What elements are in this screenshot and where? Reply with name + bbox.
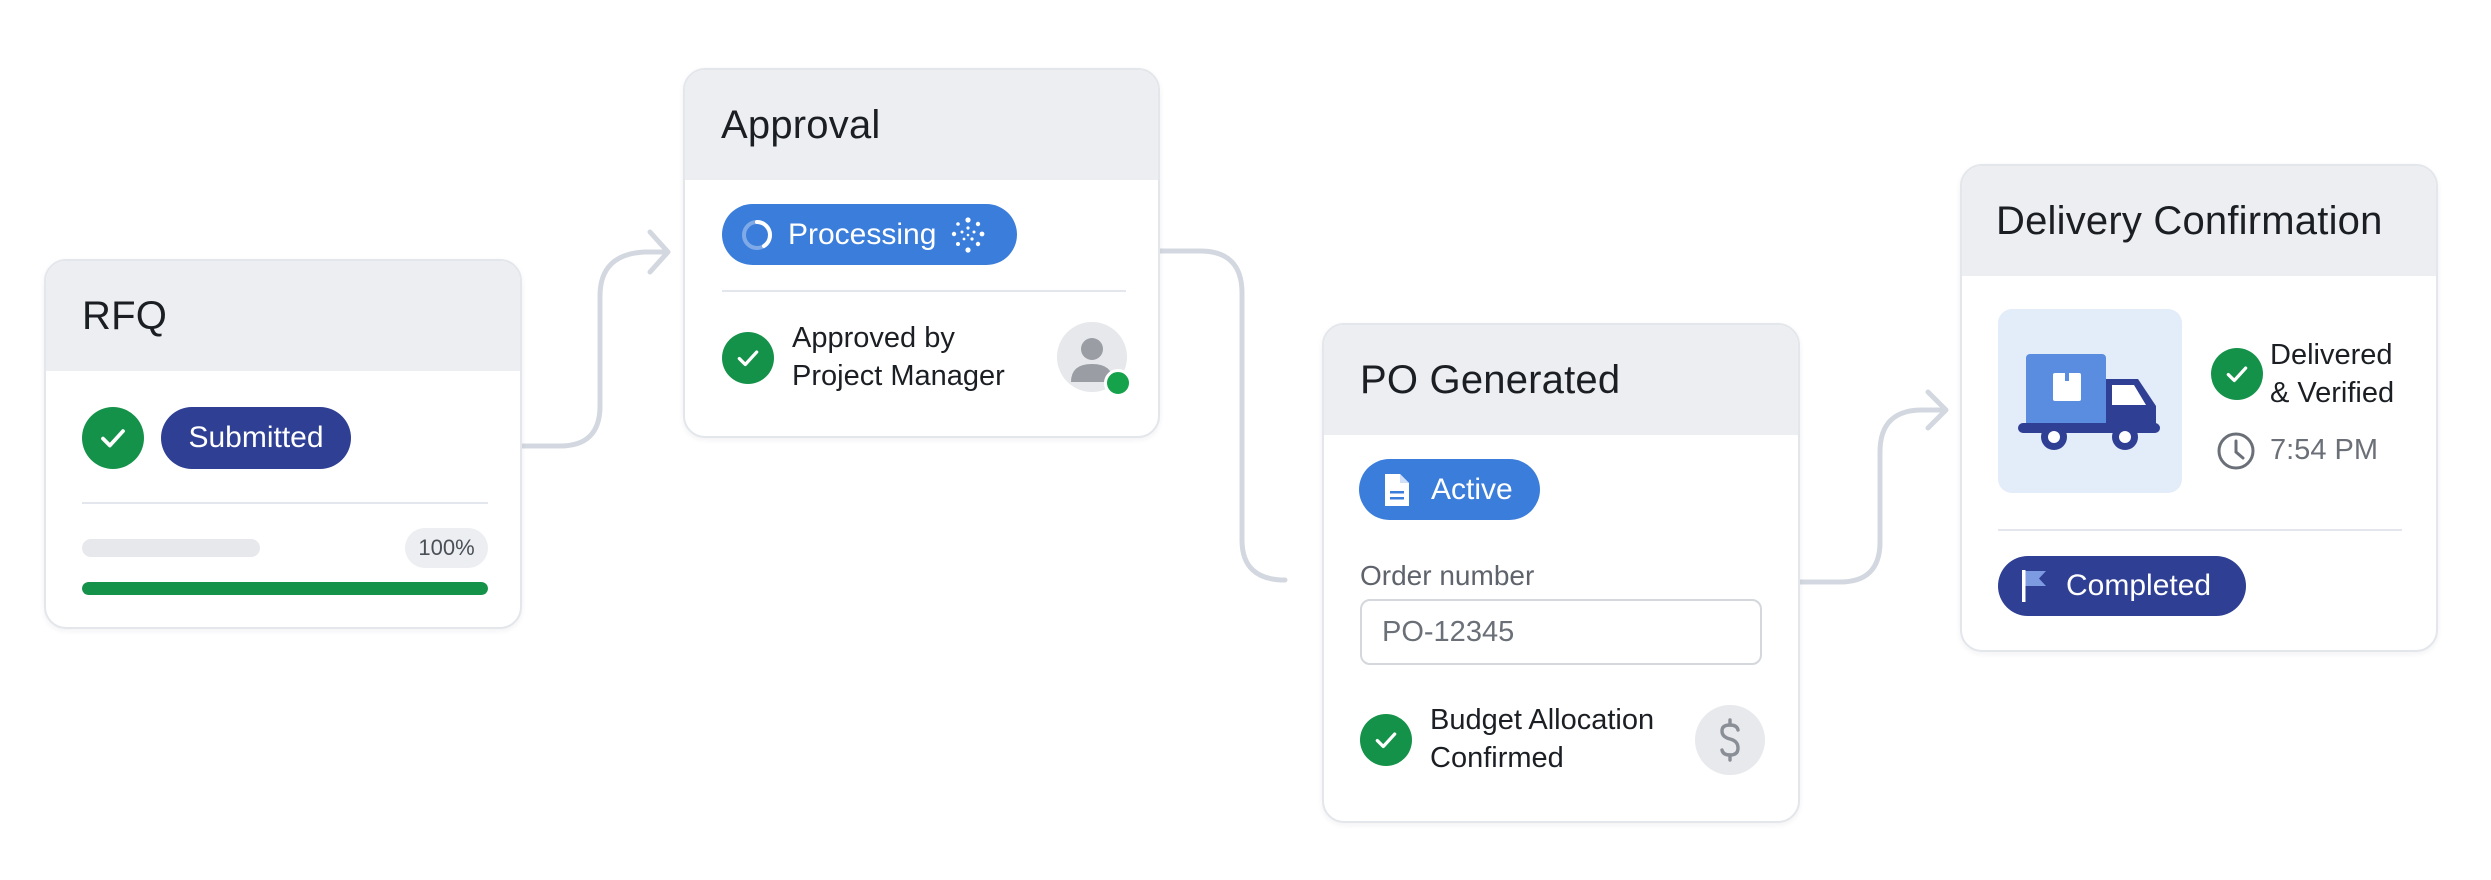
order-number-label: Order number <box>1360 560 1535 591</box>
card-header: Delivery Confirmation <box>1962 166 2436 276</box>
user-avatar-icon <box>1071 338 1113 382</box>
divider <box>722 290 1126 292</box>
budget-line2: Confirmed <box>1430 742 1564 774</box>
divider <box>82 502 488 504</box>
stage-title: Delivery Confirmation <box>1996 198 2383 243</box>
delivery-illustration-tile <box>1998 309 2182 493</box>
order-number-input[interactable]: PO-12345 <box>1360 599 1762 665</box>
check-circle-icon <box>82 407 144 469</box>
approved-by-line1: Approved by <box>792 322 955 354</box>
progress-track-placeholder <box>82 539 260 557</box>
status-badge-label: Active <box>1431 472 1513 506</box>
clock-icon <box>2217 432 2255 470</box>
dots-loader-icon <box>952 216 985 253</box>
delivered-line1: Delivered <box>2270 339 2393 371</box>
check-circle-icon <box>2211 348 2263 400</box>
connector-rfq-to-approval <box>519 249 667 449</box>
status-badge-label: Completed <box>2066 569 2212 602</box>
approved-by-line2: Project Manager <box>792 360 1005 392</box>
delivery-time: 7:54 PM <box>2270 434 2378 466</box>
budget-line1: Budget Allocation <box>1430 704 1655 736</box>
stage-card-rfq[interactable]: RFQ Submitted 100% <box>44 259 522 629</box>
status-badge-label: Submitted <box>188 421 324 454</box>
status-badge-submitted: Submitted <box>161 407 351 469</box>
card-header: RFQ <box>46 261 520 371</box>
divider <box>1998 529 2402 531</box>
card-header: PO Generated <box>1324 325 1798 435</box>
budget-allocation-text: Budget Allocation Confirmed <box>1430 701 1654 777</box>
card-header: Approval <box>685 70 1158 180</box>
arrowhead-delivery <box>1925 389 1949 431</box>
dollar-icon <box>1695 705 1765 775</box>
delivered-line2: & Verified <box>2270 377 2395 409</box>
connector-po-to-delivery <box>1797 407 1947 585</box>
status-badge-completed: Completed <box>1998 556 2246 616</box>
flag-icon <box>2022 570 2046 602</box>
approved-by-text: Approved by Project Manager <box>792 319 1005 395</box>
online-status-dot <box>1104 369 1132 397</box>
spinner-icon <box>742 219 773 250</box>
document-icon <box>1385 473 1409 506</box>
progress-percent-chip: 100% <box>405 528 488 568</box>
stage-card-delivery-confirmation[interactable]: Delivery Confirmation Delivered & Verifi… <box>1960 164 2438 652</box>
delivered-verified-text: Delivered & Verified <box>2270 336 2394 412</box>
status-badge-active: Active <box>1359 459 1540 520</box>
status-badge-processing: Processing <box>722 204 1017 265</box>
stage-card-po-generated[interactable]: PO Generated Active Order number PO-1234… <box>1322 323 1800 823</box>
delivery-truck-icon <box>2018 354 2160 450</box>
progress-bar-fill <box>82 582 488 595</box>
check-circle-icon <box>1360 714 1412 766</box>
arrowhead-approval <box>647 229 671 275</box>
stage-title: PO Generated <box>1360 357 1621 402</box>
status-badge-label: Processing <box>788 217 937 251</box>
connector-approval-to-po <box>1157 248 1288 583</box>
order-number-value: PO-12345 <box>1382 615 1515 648</box>
check-circle-icon <box>722 332 774 384</box>
stage-title: RFQ <box>82 293 168 338</box>
stage-title: Approval <box>721 102 881 147</box>
progress-bar <box>82 582 488 595</box>
stage-card-approval[interactable]: Approval Processing Approved by Project … <box>683 68 1160 438</box>
progress-percent-label: 100% <box>418 535 475 560</box>
